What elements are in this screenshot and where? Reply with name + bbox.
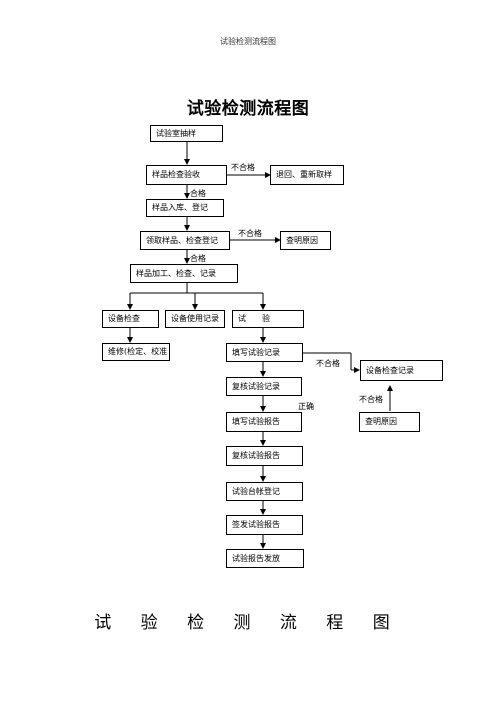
label-unqualified-4: 不合格 [359,395,383,404]
node-equipment-check: 设备检查 [102,310,159,328]
node-fill-test-report: 填写试验报告 [226,412,302,432]
node-return-resample: 退回、重新取样 [270,165,344,185]
node-storage-register: 样品入库、登记 [146,199,224,217]
label-qualified-1: 合格 [190,189,206,198]
label-unqualified-2: 不合格 [238,229,262,238]
node-sample-inspection: 样品检查验收 [146,165,227,185]
node-review-test-report: 复核试验报告 [226,446,303,466]
label-qualified-2: 合格 [190,254,206,263]
page-header: 试验检测流程图 [220,37,276,46]
label-unqualified-3: 不合格 [316,359,340,368]
label-unqualified-1: 不合格 [231,163,255,172]
node-find-cause-2: 查明原因 [359,412,420,432]
node-equipment-check-record: 设备检查记录 [360,360,443,381]
node-test: 试 验 [232,310,304,328]
node-maintenance: 维修(检定、校准 [102,343,170,361]
node-receive-check: 领取样品、检查登记 [140,231,230,250]
diagram-title: 试验检测流程图 [186,99,310,119]
node-report-release: 试验报告发放 [226,549,304,568]
label-correct: 正确 [298,402,314,411]
node-fill-test-record: 填写试验记录 [226,343,303,362]
footer-title: 试 验 检 测 流 程 图 [94,613,402,633]
node-processing: 样品加工、检查、记录 [130,264,238,283]
node-find-cause-1: 查明原因 [280,231,331,250]
node-equipment-usage: 设备使用记录 [165,310,225,328]
node-sampling: 试验室抽样 [150,125,223,142]
node-sign-issue-report: 签发试验报告 [226,515,303,535]
node-ledger-register: 试验台帐登记 [226,482,303,501]
node-review-test-record: 复核试验记录 [226,377,302,396]
